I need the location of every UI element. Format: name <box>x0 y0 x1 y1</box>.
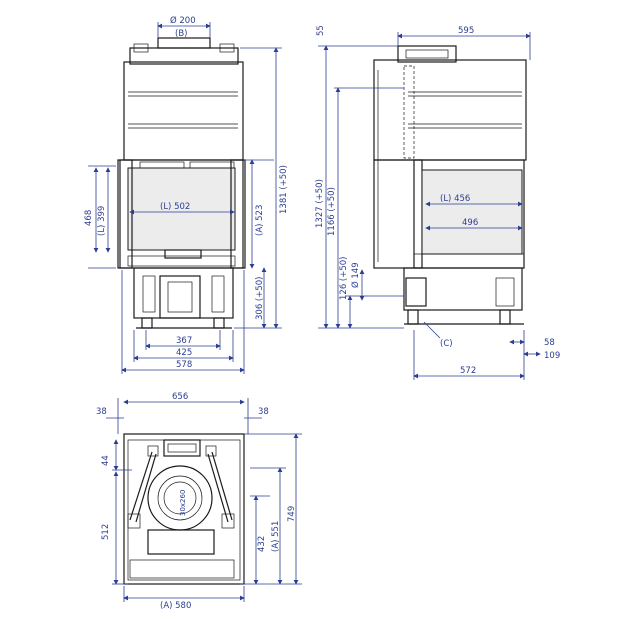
dim-top-offset: 55 <box>316 25 326 36</box>
dim-opening-height: (L) 399 <box>97 206 107 236</box>
dim-side-opening: (L) 456 <box>440 194 470 204</box>
side-glass <box>421 169 523 255</box>
dim-height-126: 126 (+50) <box>339 257 349 301</box>
flue-collar <box>157 37 211 49</box>
dim-air-inlet-diameter: Ø 149 <box>350 262 361 288</box>
plan-outline <box>123 433 245 585</box>
dim-opening-width: (L) 502 <box>160 202 190 212</box>
dim-flue-label: (B) <box>175 29 187 39</box>
dim-body-width: 578 <box>176 360 192 370</box>
dim-rear-offset: 109 <box>544 351 560 361</box>
dim-base-inner: 367 <box>176 336 192 346</box>
dimension-labels: Ø 200 (B) 468 (L) 399 (L) 502 (A) 523 13… <box>84 15 560 611</box>
dim-total-height: 1381 (+50) <box>279 165 289 214</box>
flue-handle <box>397 45 457 63</box>
plan-view <box>123 433 245 585</box>
dim-height-1166: 1166 (+50) <box>327 187 337 236</box>
dim-plan-top-offset: 44 <box>101 455 111 466</box>
dim-left-margin: 38 <box>96 407 107 417</box>
side-view <box>373 45 527 325</box>
dim-overall-depth: 749 <box>287 506 297 522</box>
dim-base-depth: 572 <box>460 366 476 376</box>
dim-height-1327: 1327 (+50) <box>315 179 325 228</box>
dim-height-a: (A) 523 <box>255 205 265 236</box>
dim-glass-height: 468 <box>84 210 94 226</box>
dim-overall-width: 656 <box>172 392 188 402</box>
dim-depth-512: 512 <box>101 524 111 540</box>
dim-depth-432: 432 <box>257 536 267 552</box>
dim-side-glass: 496 <box>462 218 478 228</box>
dim-air-inlet-label: (C) <box>440 339 453 349</box>
dim-inner-width: (A) 580 <box>160 601 191 611</box>
side-upper-body <box>373 59 527 161</box>
upper-body <box>123 61 244 161</box>
dim-foot-offset: 58 <box>544 338 555 348</box>
dim-leg-height: 306 (+50) <box>255 277 265 321</box>
dim-flue-box: 30x260 <box>179 490 187 516</box>
dimension-lines <box>88 22 541 602</box>
dim-base-outer: 425 <box>176 348 192 358</box>
front-view <box>117 37 246 329</box>
dim-right-margin: 38 <box>258 407 269 417</box>
dim-total-depth: 595 <box>458 26 474 36</box>
side-base <box>403 267 523 311</box>
dim-depth-a551: (A) 551 <box>271 521 281 552</box>
dim-flue-diameter: Ø 200 <box>170 15 196 26</box>
